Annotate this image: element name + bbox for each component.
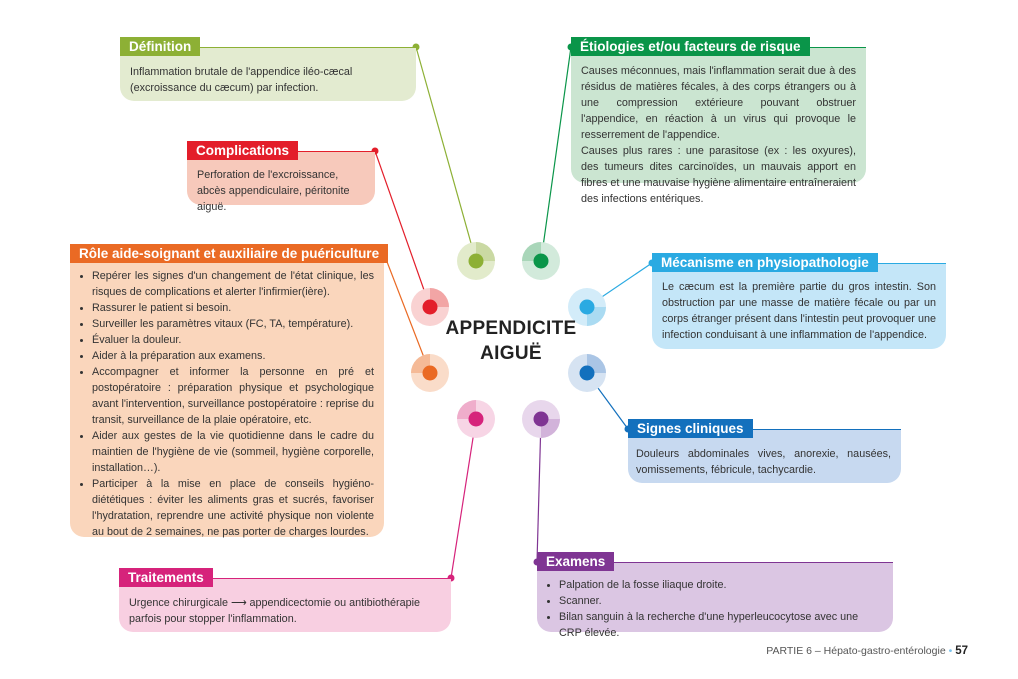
role-item: Surveiller les paramètres vitaux (FC, TA… [92, 316, 374, 332]
right-arrow-icon: ⟶ [231, 597, 247, 609]
hub-node-examens [522, 400, 560, 438]
role-item: Aider à la préparation aux examens. [92, 348, 374, 364]
role-item: Évaluer la douleur. [92, 332, 374, 348]
mecanisme-title: Mécanisme en physiopathologie [652, 253, 878, 272]
examens-panel: Examens Palpation de la fosse iliaque dr… [537, 552, 893, 639]
hub-node-definition [457, 242, 495, 280]
page-number: 57 [955, 645, 968, 657]
central-topic: APPENDICITE AIGUË [430, 316, 592, 366]
traitements-text: Urgence chirurgicale ⟶ appendicectomie o… [129, 595, 441, 627]
hub-node-role [411, 354, 449, 392]
etiologies-paragraph-2: Causes plus rares : une parasitose (ex :… [581, 145, 856, 205]
central-topic-line2: AIGUË [480, 343, 542, 364]
traitements-text-before: Urgence chirurgicale [129, 597, 229, 609]
role-list: Repérer les signes d'un changement de l'… [80, 268, 374, 540]
traitements-panel: Traitements Urgence chirurgicale ⟶ appen… [119, 568, 451, 632]
traitements-title: Traitements [119, 568, 213, 587]
role-title: Rôle aide-soignant et auxiliaire de puér… [70, 244, 389, 263]
hub-node-traitements [457, 400, 495, 438]
examens-connector [533, 418, 542, 566]
mecanisme-panel: Mécanisme en physiopathologie Le cæcum e… [652, 253, 946, 349]
complications-title: Complications [187, 141, 299, 160]
central-topic-line1: APPENDICITE [445, 318, 577, 339]
hub-node-mecanisme [568, 288, 606, 326]
role-item: Accompagner et informer la personne en p… [92, 364, 374, 428]
complications-text: Perforation de l'excroissance, abcès app… [197, 169, 350, 213]
examens-item: Bilan sanguin à la recherche d'une hyper… [559, 609, 883, 641]
footer-bullet-icon: • [948, 645, 953, 657]
examens-item: Palpation de la fosse iliaque droite. [559, 577, 883, 593]
hub-node-complications [411, 288, 449, 326]
etiologies-connector [540, 43, 575, 262]
signes-panel: Signes cliniques Douleurs abdominales vi… [628, 419, 901, 483]
hub-node-etiologies [522, 242, 560, 280]
role-item: Aider aux gestes de la vie quotidienne d… [92, 428, 374, 476]
definition-panel: Définition Inflammation brutale de l'app… [120, 37, 416, 101]
etiologies-title: Étiologies et/ou facteurs de risque [571, 37, 810, 56]
examens-title: Examens [537, 552, 615, 571]
role-panel: Rôle aide-soignant et auxiliaire de puér… [70, 244, 389, 540]
hub-node-signes [568, 354, 606, 392]
signes-title: Signes cliniques [628, 419, 753, 438]
traitements-text-after: appendicectomie ou antibiothérapie parfo… [129, 597, 420, 625]
footer-part: PARTIE 6 [766, 645, 812, 657]
etiologies-panel: Étiologies et/ou facteurs de risque Caus… [571, 37, 866, 205]
definition-connector [412, 43, 477, 262]
definition-title: Définition [120, 37, 201, 56]
page-footer: PARTIE 6 – Hépato-gastro-entérologie • 5… [700, 645, 968, 657]
mecanisme-text: Le cæcum est la première partie du gros … [662, 281, 936, 341]
definition-text: Inflammation brutale de l'appendice iléo… [130, 66, 353, 94]
footer-dash: – [814, 645, 821, 657]
complications-panel: Complications Perforation de l'excroissa… [187, 141, 375, 213]
examens-item: Scanner. [559, 593, 883, 609]
role-item: Repérer les signes d'un changement de l'… [92, 268, 374, 300]
role-item: Participer à la mise en place de conseil… [92, 476, 374, 540]
examens-list: Palpation de la fosse iliaque droite. Sc… [547, 577, 883, 641]
traitements-connector [447, 418, 477, 582]
signes-text: Douleurs abdominales vives, anorexie, na… [636, 448, 891, 476]
etiologies-paragraph-1: Causes méconnues, mais l'inflammation se… [581, 65, 856, 141]
footer-section: Hépato-gastro-entérologie [823, 645, 946, 657]
role-item: Rassurer le patient si besoin. [92, 300, 374, 316]
